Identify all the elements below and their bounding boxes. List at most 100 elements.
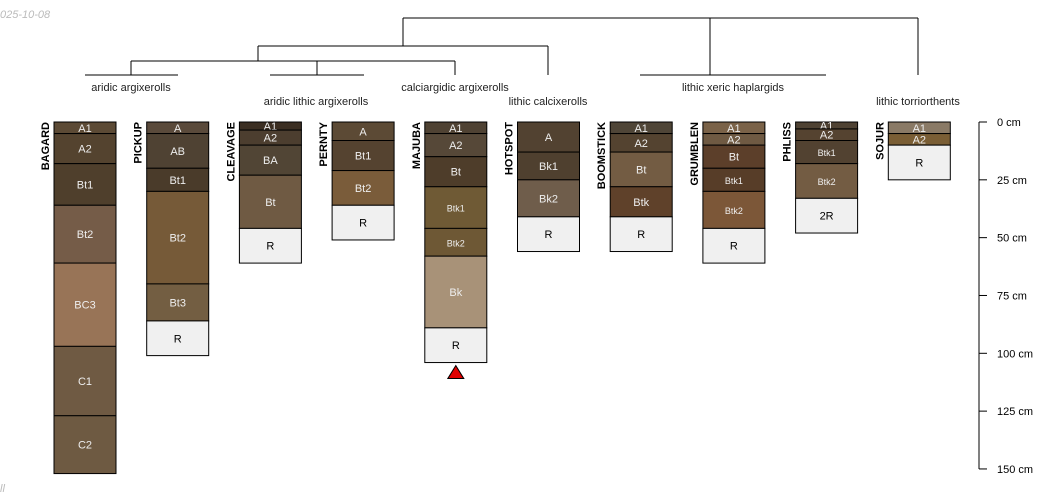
horizon-label: Bt bbox=[265, 197, 275, 209]
horizon-label: A1 bbox=[449, 123, 462, 135]
horizon-label: Bk bbox=[449, 287, 462, 299]
date-watermark: 025-10-08 bbox=[0, 9, 51, 21]
dendrogram-branches bbox=[85, 17, 919, 76]
horizon-label: Btk2 bbox=[447, 238, 465, 248]
profile-name: SOJUR bbox=[874, 122, 886, 160]
horizon-label: A2 bbox=[913, 134, 926, 146]
profile-name: HOTSPOT bbox=[504, 122, 516, 175]
axis-tick-label: 100 cm bbox=[997, 348, 1033, 360]
horizon-label: Bt2 bbox=[77, 229, 94, 241]
horizon-label: Bt bbox=[636, 164, 646, 176]
horizon-label: R bbox=[637, 229, 645, 241]
horizon bbox=[517, 121, 580, 153]
horizon-label: Bt bbox=[729, 152, 739, 164]
horizon-label: Bt2 bbox=[169, 233, 186, 245]
horizon bbox=[887, 144, 951, 181]
horizon-label: A2 bbox=[820, 130, 833, 142]
horizon bbox=[424, 255, 488, 329]
horizon bbox=[517, 216, 580, 253]
taxon-label: calciargidic argixerolls bbox=[401, 82, 509, 94]
axis-tick-label: 125 cm bbox=[997, 406, 1033, 418]
horizon-label: R bbox=[266, 241, 274, 253]
horizon bbox=[331, 204, 395, 241]
horizon-label: AB bbox=[170, 146, 185, 158]
horizon bbox=[517, 151, 580, 181]
horizon bbox=[53, 345, 117, 417]
horizon-label: R bbox=[174, 333, 182, 345]
horizon bbox=[331, 170, 395, 206]
horizon-label: R bbox=[545, 229, 553, 241]
taxon-label: lithic torriorthents bbox=[876, 96, 960, 108]
horizon bbox=[702, 227, 766, 264]
horizon bbox=[238, 227, 302, 264]
horizon bbox=[331, 140, 395, 172]
horizon-label: R bbox=[730, 241, 738, 253]
horizon-label: A1 bbox=[634, 123, 647, 135]
horizon-label: A2 bbox=[634, 138, 647, 150]
profile-name: PERNTY bbox=[318, 121, 330, 166]
horizon-label: BA bbox=[263, 155, 278, 167]
horizon bbox=[238, 174, 302, 229]
horizon-label: BC3 bbox=[74, 300, 95, 312]
horizon bbox=[517, 179, 580, 218]
axis-tick-label: 75 cm bbox=[997, 290, 1027, 302]
horizon-label: R bbox=[915, 157, 923, 169]
profile-name: MAJUBA bbox=[411, 122, 423, 169]
horizon-label: A1 bbox=[78, 123, 91, 135]
horizon-label: A2 bbox=[78, 144, 91, 156]
horizon-label: C1 bbox=[78, 376, 92, 388]
taxon-label: lithic calcixerolls bbox=[509, 96, 588, 108]
triangle-marker-icon bbox=[446, 364, 465, 380]
horizon-label: Btk bbox=[633, 197, 649, 209]
horizon-label: Btk2 bbox=[818, 177, 836, 187]
horizon-label: Bk1 bbox=[539, 161, 558, 173]
axis-tick-label: 25 cm bbox=[997, 175, 1027, 187]
axis-tick-label: 150 cm bbox=[997, 464, 1033, 476]
horizon-label: A1 bbox=[913, 123, 926, 135]
horizon-label: Bt3 bbox=[169, 297, 186, 309]
profile-name: CLEAVAGE bbox=[225, 122, 237, 182]
profile-name: GRUMBLEN bbox=[689, 122, 701, 186]
horizon bbox=[53, 415, 117, 475]
horizon-label: Bt1 bbox=[169, 175, 186, 187]
horizon-label: A2 bbox=[264, 133, 277, 145]
horizon-label: R bbox=[452, 340, 460, 352]
footer-watermark: ll bbox=[0, 483, 5, 495]
horizon-label: A bbox=[545, 132, 553, 144]
axis-tick-label: 50 cm bbox=[997, 233, 1027, 245]
horizon bbox=[146, 320, 210, 357]
horizon bbox=[424, 186, 488, 229]
horizon-label: Bt bbox=[451, 167, 461, 179]
horizon-label: A bbox=[359, 126, 367, 138]
horizon bbox=[424, 156, 488, 188]
horizon-label: Btk1 bbox=[447, 204, 465, 214]
horizon bbox=[424, 227, 488, 257]
horizon bbox=[424, 327, 488, 364]
horizon-label: A1 bbox=[727, 123, 740, 135]
taxon-label: lithic xeric haplargids bbox=[682, 82, 785, 94]
horizon-label: Btk2 bbox=[725, 206, 743, 216]
horizon-label: C2 bbox=[78, 440, 92, 452]
taxon-label: aridic argixerolls bbox=[91, 82, 171, 94]
horizon-label: Btk1 bbox=[725, 176, 743, 186]
horizon-label: Bt1 bbox=[355, 151, 372, 163]
dendrogram bbox=[85, 17, 919, 76]
horizon bbox=[53, 262, 117, 347]
horizon bbox=[795, 163, 859, 199]
horizon-label: A2 bbox=[727, 134, 740, 146]
horizon-label: 2R bbox=[820, 211, 834, 223]
horizon-label: A bbox=[174, 123, 182, 135]
horizon bbox=[795, 197, 859, 234]
horizon bbox=[53, 133, 117, 165]
